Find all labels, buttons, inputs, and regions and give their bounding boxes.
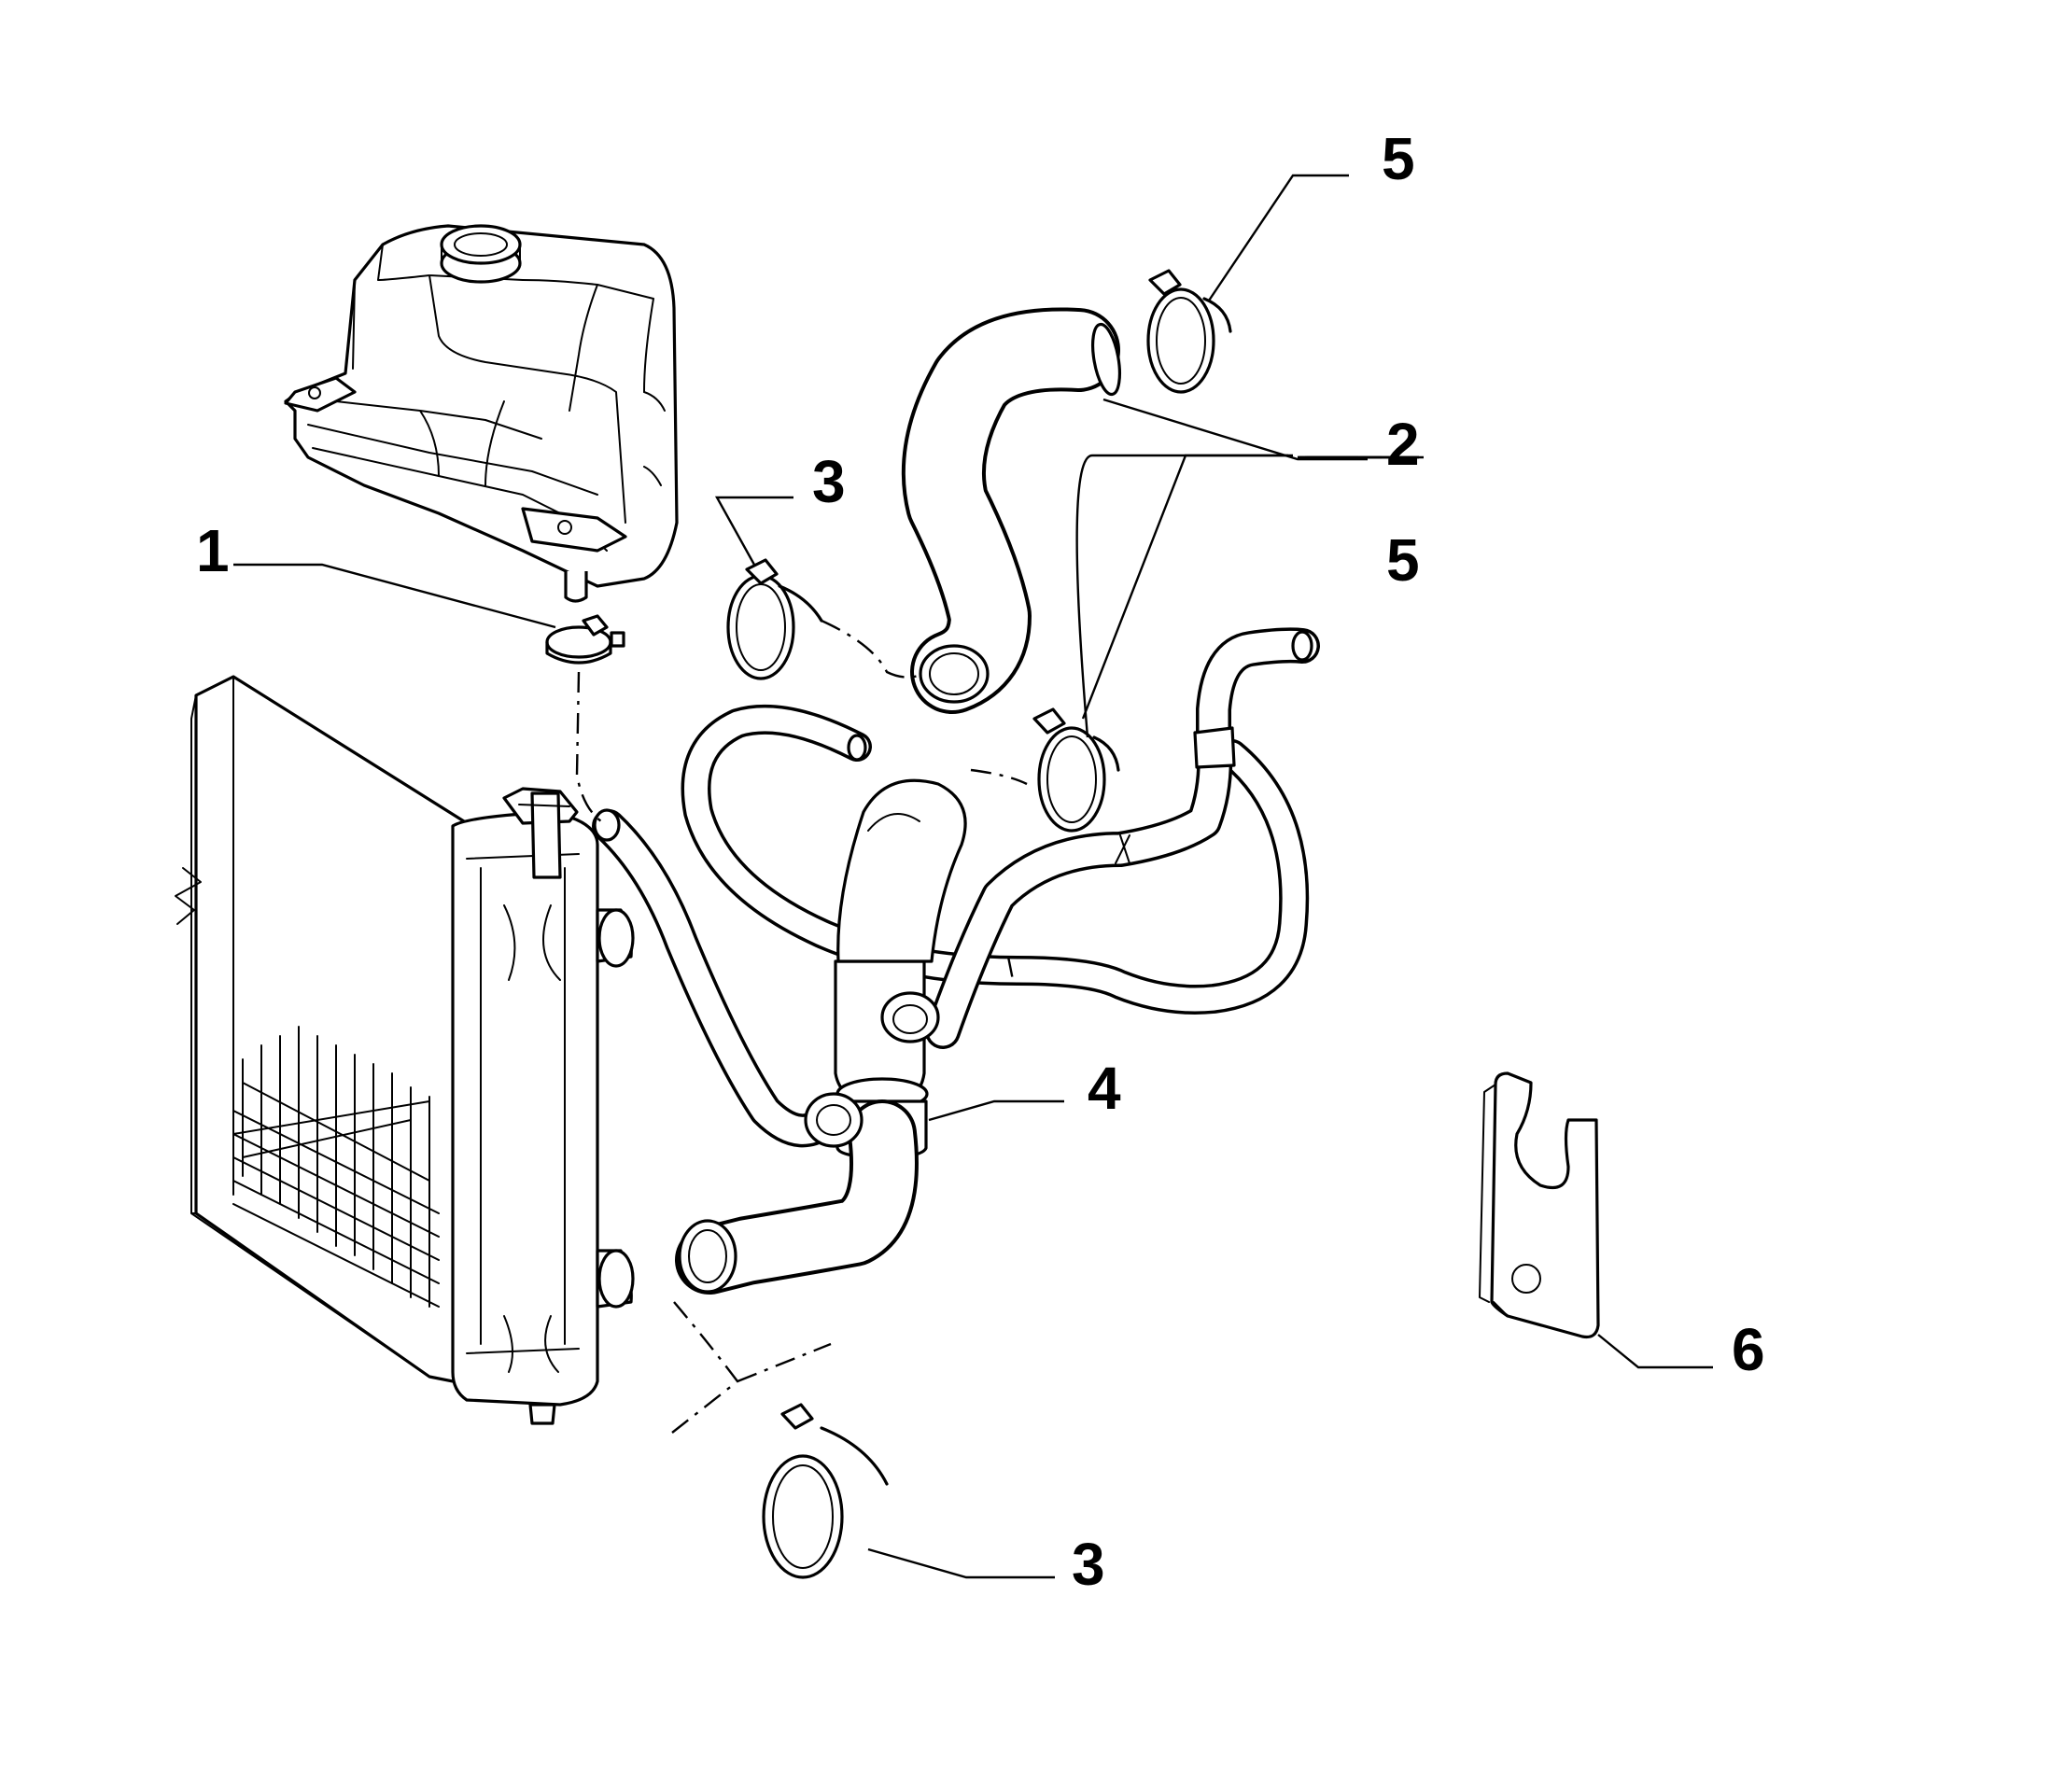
- callout-3-upper: 3: [812, 448, 846, 515]
- radiator-core: [232, 1026, 440, 1308]
- callout-1: 1: [196, 517, 230, 584]
- assembly-lines: [575, 619, 1028, 1434]
- callout-5-top: 5: [1382, 125, 1415, 192]
- callout-3-lower: 3: [1072, 1531, 1105, 1598]
- clamp-3-upper: [726, 558, 823, 680]
- callout-6: 6: [1732, 1316, 1765, 1383]
- clamp-3-lower: [762, 1403, 889, 1579]
- radiator: [175, 675, 635, 1425]
- leader-lines: [233, 174, 1713, 1579]
- clamp-5-middle: [1032, 707, 1120, 833]
- clamp-5-top: [1146, 269, 1232, 394]
- clamp-1: [545, 614, 625, 665]
- lower-hose-assembly: [592, 627, 1320, 1295]
- callout-2: 2: [1386, 411, 1420, 478]
- callouts: 1 2 3 3 4 5 5 6: [196, 125, 1765, 1598]
- upper-radiator-hose: [901, 307, 1122, 714]
- expansion-tank: [284, 224, 679, 603]
- callout-5-middle: 5: [1386, 526, 1420, 594]
- mounting-bracket: [1479, 1071, 1600, 1339]
- callout-4: 4: [1088, 1055, 1121, 1122]
